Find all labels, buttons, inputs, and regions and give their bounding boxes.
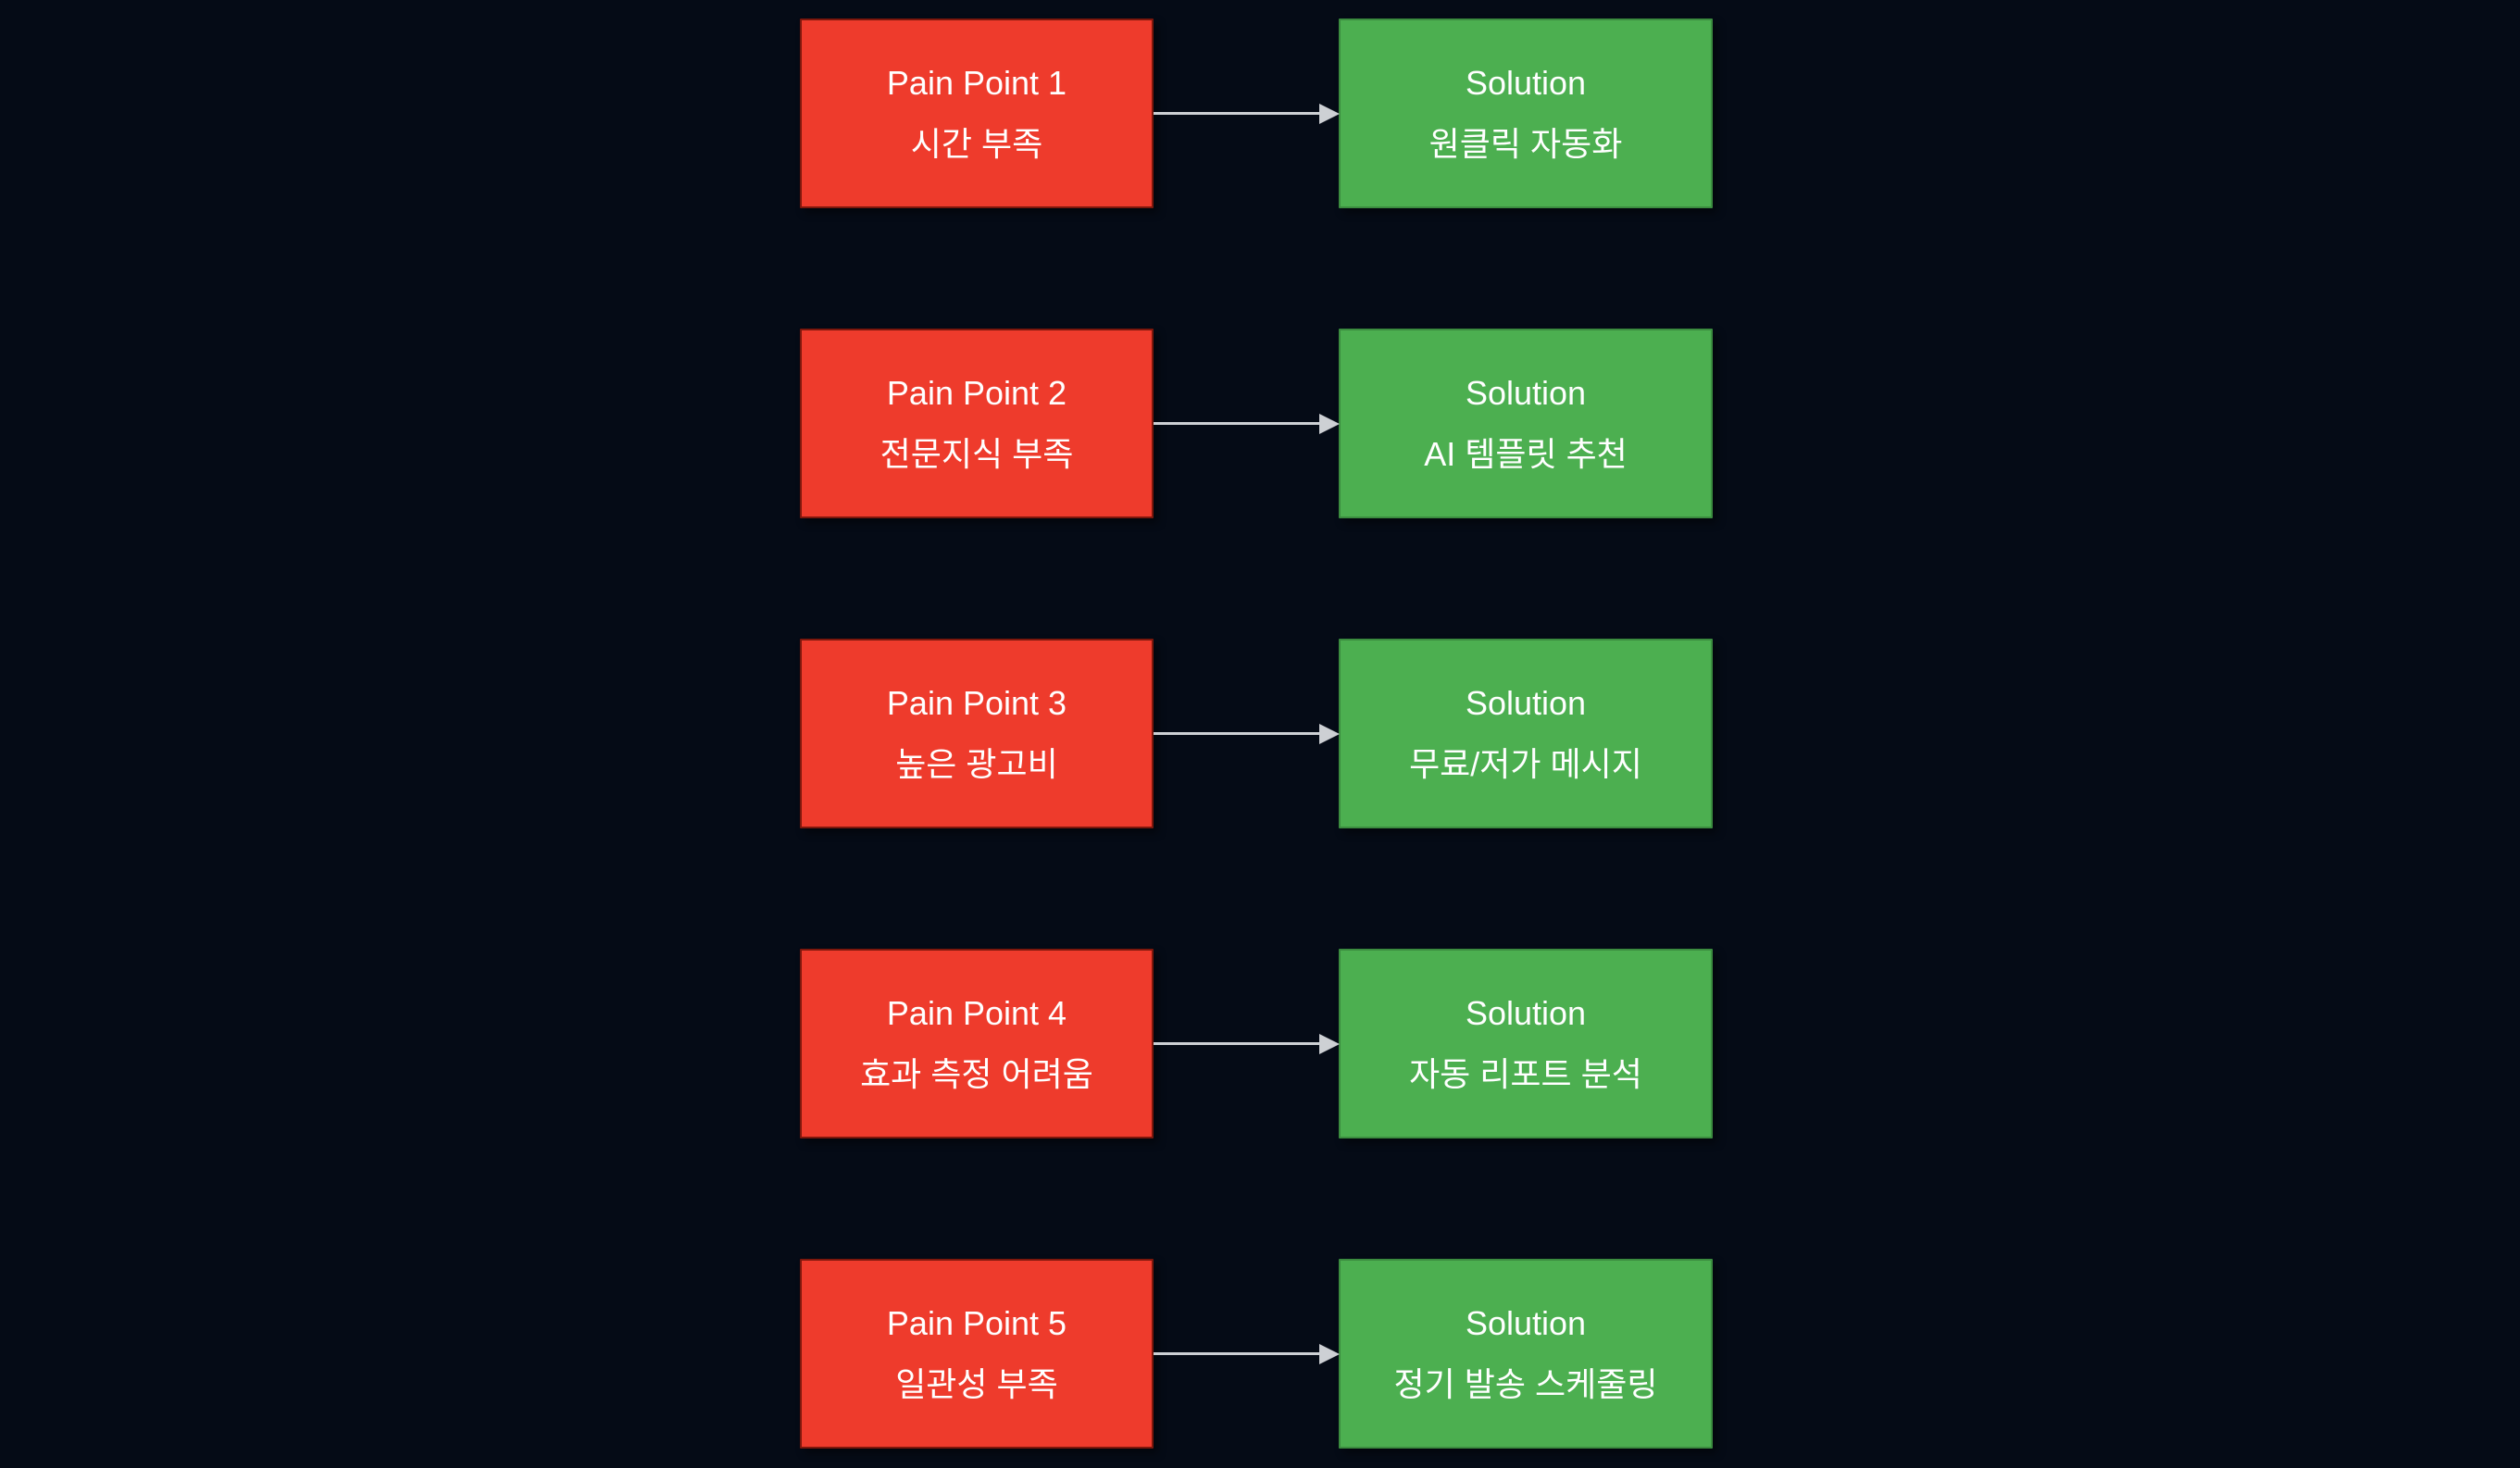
arrow-column: [1154, 1033, 1340, 1055]
solution-subtitle: 무료/저가 메시지: [1409, 744, 1642, 783]
solution-column: Solution 자동 리포트 분석: [1339, 949, 1792, 1138]
solution-title: Solution: [1465, 1303, 1587, 1342]
pain-point-title: Pain Point 1: [886, 63, 1067, 102]
pain-column: Pain Point 1 시간 부족: [728, 19, 1154, 208]
pain-point-box-3: Pain Point 3 높은 광고비: [800, 639, 1154, 828]
solution-subtitle: 자동 리포트 분석: [1409, 1054, 1642, 1093]
pain-column: Pain Point 5 일관성 부족: [728, 1259, 1154, 1449]
flow-arrow-3: [1154, 723, 1340, 745]
arrowhead-icon: [1319, 103, 1340, 124]
arrow-shaft: [1154, 1042, 1324, 1045]
arrow-column: [1154, 103, 1340, 125]
solution-box-1: Solution 원클릭 자동화: [1339, 19, 1713, 208]
pain-point-box-4: Pain Point 4 효과 측정 어려움: [800, 949, 1154, 1138]
pain-column: Pain Point 4 효과 측정 어려움: [728, 949, 1154, 1138]
arrow-column: [1154, 723, 1340, 745]
flow-arrow-4: [1154, 1033, 1340, 1055]
flow-arrow-2: [1154, 413, 1340, 435]
solution-title: Solution: [1465, 683, 1587, 722]
solution-box-4: Solution 자동 리포트 분석: [1339, 949, 1713, 1138]
pain-point-subtitle: 일관성 부족: [895, 1364, 1058, 1403]
solution-title: Solution: [1465, 373, 1587, 412]
arrow-shaft: [1154, 732, 1324, 735]
diagram-row-5: Pain Point 5 일관성 부족 Solution 정기 발송 스케줄링: [0, 1259, 2520, 1449]
solution-column: Solution 원클릭 자동화: [1339, 19, 1792, 208]
diagram-row-1: Pain Point 1 시간 부족 Solution 원클릭 자동화: [0, 19, 2520, 208]
solution-subtitle: 원클릭 자동화: [1428, 124, 1623, 163]
diagram-row-2: Pain Point 2 전문지식 부족 Solution AI 템플릿 추천: [0, 329, 2520, 518]
solution-subtitle: AI 템플릿 추천: [1424, 434, 1628, 473]
pain-point-title: Pain Point 5: [886, 1303, 1067, 1342]
arrow-shaft: [1154, 1352, 1324, 1355]
pain-point-box-5: Pain Point 5 일관성 부족: [800, 1259, 1154, 1449]
arrowhead-icon: [1319, 1033, 1340, 1054]
pain-point-title: Pain Point 2: [886, 373, 1067, 412]
solution-column: Solution AI 템플릿 추천: [1339, 329, 1792, 518]
arrow-shaft: [1154, 422, 1324, 425]
flow-arrow-5: [1154, 1343, 1340, 1365]
arrow-shaft: [1154, 112, 1324, 115]
solution-title: Solution: [1465, 993, 1587, 1032]
solution-box-5: Solution 정기 발송 스케줄링: [1339, 1259, 1713, 1449]
pain-point-title: Pain Point 4: [886, 993, 1067, 1032]
arrowhead-icon: [1319, 723, 1340, 744]
pain-point-subtitle: 전문지식 부족: [880, 434, 1074, 473]
pain-point-box-2: Pain Point 2 전문지식 부족: [800, 329, 1154, 518]
pain-point-title: Pain Point 3: [886, 683, 1067, 722]
flow-arrow-1: [1154, 103, 1340, 125]
solution-subtitle: 정기 발송 스케줄링: [1393, 1364, 1658, 1403]
solution-column: Solution 무료/저가 메시지: [1339, 639, 1792, 828]
pain-point-box-1: Pain Point 1 시간 부족: [800, 19, 1154, 208]
pain-point-subtitle: 높은 광고비: [895, 744, 1058, 783]
pain-point-subtitle: 시간 부족: [910, 124, 1043, 163]
pain-column: Pain Point 3 높은 광고비: [728, 639, 1154, 828]
diagram-row-3: Pain Point 3 높은 광고비 Solution 무료/저가 메시지: [0, 639, 2520, 828]
arrow-column: [1154, 413, 1340, 435]
diagram-row-4: Pain Point 4 효과 측정 어려움 Solution 자동 리포트 분…: [0, 949, 2520, 1138]
solution-box-3: Solution 무료/저가 메시지: [1339, 639, 1713, 828]
solution-column: Solution 정기 발송 스케줄링: [1339, 1259, 1792, 1449]
solution-title: Solution: [1465, 63, 1587, 102]
arrowhead-icon: [1319, 1343, 1340, 1364]
pain-point-subtitle: 효과 측정 어려움: [860, 1054, 1093, 1093]
arrow-column: [1154, 1343, 1340, 1365]
pain-column: Pain Point 2 전문지식 부족: [728, 329, 1154, 518]
arrowhead-icon: [1319, 413, 1340, 434]
solution-box-2: Solution AI 템플릿 추천: [1339, 329, 1713, 518]
